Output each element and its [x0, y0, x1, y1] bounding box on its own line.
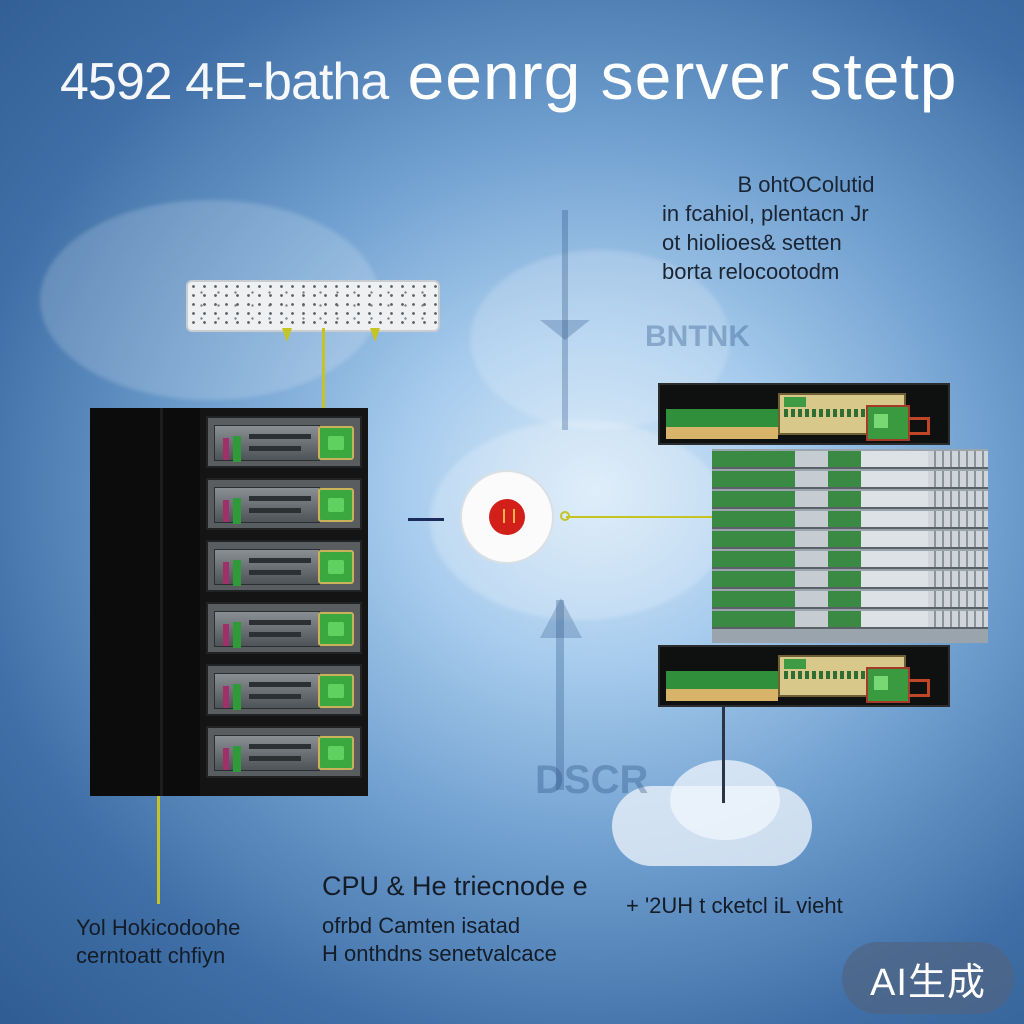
server-module-top: [658, 383, 950, 445]
connector-hub-left: [408, 518, 444, 521]
caption-top-right-line: borta relocootodm: [662, 259, 840, 284]
connector-module-down: [722, 707, 725, 803]
background-ghost-label-lower: DSCR: [535, 758, 649, 802]
server-rack-frame: [90, 408, 202, 796]
connector-switch-to-rack: [322, 328, 325, 410]
caption-right-line: + '2UH t cketcl iL vieht: [626, 893, 843, 918]
server-unit: [206, 416, 362, 468]
switch-leg-right: [370, 328, 380, 342]
background-ghost-label-upper: BNTNK: [645, 320, 750, 353]
caption-top-right-line: ot hiolioes& setten: [662, 230, 842, 255]
caption-top-right-line: in fcahiol, plentacn Jr: [662, 201, 869, 226]
ai-generated-badge: AI生成: [842, 942, 1014, 1014]
caption-middle-line: H onthdns senetvalcace: [322, 941, 557, 966]
background-tower-lower: [556, 600, 564, 790]
caption-middle-line: CPU & He triecnode e: [322, 871, 588, 901]
connector-hub-right-cap: [560, 511, 570, 521]
server-unit: [206, 478, 362, 530]
caption-right: + '2UH t cketcl iL vieht: [626, 892, 886, 920]
caption-left-line: cerntoatt chfiyn: [76, 943, 226, 968]
caption-left: Yol Hokicodoohe cerntoatt chfiyn: [76, 914, 316, 970]
connector-rack-down: [157, 796, 160, 904]
page-title: 4592 4E-batha eenrg server stetp: [60, 38, 960, 128]
connector-hub-right: [566, 516, 712, 518]
background-cloud-bottom-right-puff: [670, 760, 780, 840]
server-module-bottom: [658, 645, 950, 707]
network-switch-icon: [186, 280, 440, 332]
server-unit: [206, 664, 362, 716]
page-title-prefix: 4592 4E-batha: [60, 53, 389, 111]
switch-leg-left: [282, 328, 292, 342]
caption-top-right-line: B ohtOColutid: [737, 172, 875, 197]
caption-middle-line: ofrbd Camten isatad: [322, 913, 521, 938]
caption-left-line: Yol Hokicodoohe: [76, 915, 241, 940]
server-module-drives: [712, 449, 988, 643]
server-unit: [206, 602, 362, 654]
page-title-main: eenrg server stetp: [407, 39, 958, 113]
background-tower-upper: [562, 210, 568, 430]
caption-top-right: B ohtOColutid in fcahiol, plentacn Jr ot…: [662, 170, 922, 286]
caption-middle: CPU & He triecnode e ofrbd Camten isatad…: [322, 872, 622, 968]
server-unit: [206, 726, 362, 778]
hub-indicator-icon: [489, 499, 525, 535]
server-rack: [200, 408, 368, 796]
server-unit: [206, 540, 362, 592]
